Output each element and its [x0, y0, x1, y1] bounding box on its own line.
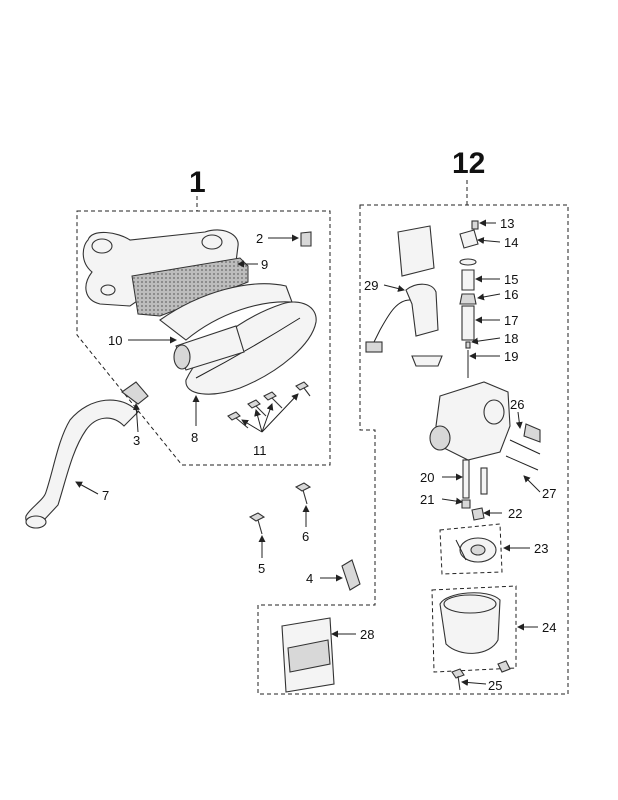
callout-5: 5: [258, 561, 265, 576]
callout-24: 24: [542, 620, 556, 635]
screw-6: [294, 482, 312, 505]
group-label-air-filter: 1: [189, 166, 206, 199]
intake-hose-7: [25, 399, 139, 529]
carburetor-group-boundary: [257, 180, 569, 695]
callout-17: 17: [504, 313, 518, 328]
callout-4: 4: [306, 571, 313, 586]
carb-top-parts: [459, 220, 479, 378]
screw-22: [471, 507, 485, 521]
callout-29: 29: [364, 278, 378, 293]
label-sheet-28: [281, 617, 335, 693]
jets-20-21: [461, 459, 488, 509]
callout-15: 15: [504, 272, 518, 287]
callout-18: 18: [504, 331, 518, 346]
air-intake-duct: [159, 283, 293, 341]
screw-set-11: [227, 381, 311, 429]
group-label-carburetor: 12: [452, 147, 485, 180]
callout-8: 8: [191, 430, 198, 445]
callout-25: 25: [488, 678, 502, 693]
callout-20: 20: [420, 470, 434, 485]
callout-22: 22: [508, 506, 522, 521]
callout-numbers: 2 9 10 8 11 3 7 6 5 4 28 13 14 15 16 17 …: [102, 216, 556, 693]
screw-5: [248, 512, 266, 535]
callout-2: 2: [256, 231, 263, 246]
callout-7: 7: [102, 488, 109, 503]
air-filter-group-boundary: [76, 196, 331, 466]
callout-26: 26: [510, 397, 524, 412]
air-filter-housing: [82, 229, 239, 307]
callout-13: 13: [500, 216, 514, 231]
screw-set-26: [505, 423, 541, 471]
callout-21: 21: [420, 492, 434, 507]
callout-23: 23: [534, 541, 548, 556]
callout-6: 6: [302, 529, 309, 544]
clip-2: [300, 231, 312, 247]
callout-14: 14: [504, 235, 518, 250]
air-filter-element: [131, 257, 249, 317]
callout-3: 3: [133, 433, 140, 448]
callout-27: 27: [542, 486, 556, 501]
callout-16: 16: [504, 287, 518, 302]
callout-28: 28: [360, 627, 374, 642]
callout-11: 11: [253, 443, 267, 458]
callout-19: 19: [504, 349, 518, 364]
callout-10: 10: [108, 333, 122, 348]
clip-4: [341, 559, 361, 591]
clamp-3: [121, 381, 149, 405]
intake-connector-tube: [173, 325, 245, 371]
screw-25: [451, 668, 465, 691]
float-bowl-24-box: [431, 585, 517, 673]
autochoke-29: [365, 225, 443, 367]
float-23-box: [439, 523, 503, 575]
leader-lines: [75, 219, 541, 686]
carburetor-body: [429, 381, 511, 461]
callout-9: 9: [261, 257, 268, 272]
